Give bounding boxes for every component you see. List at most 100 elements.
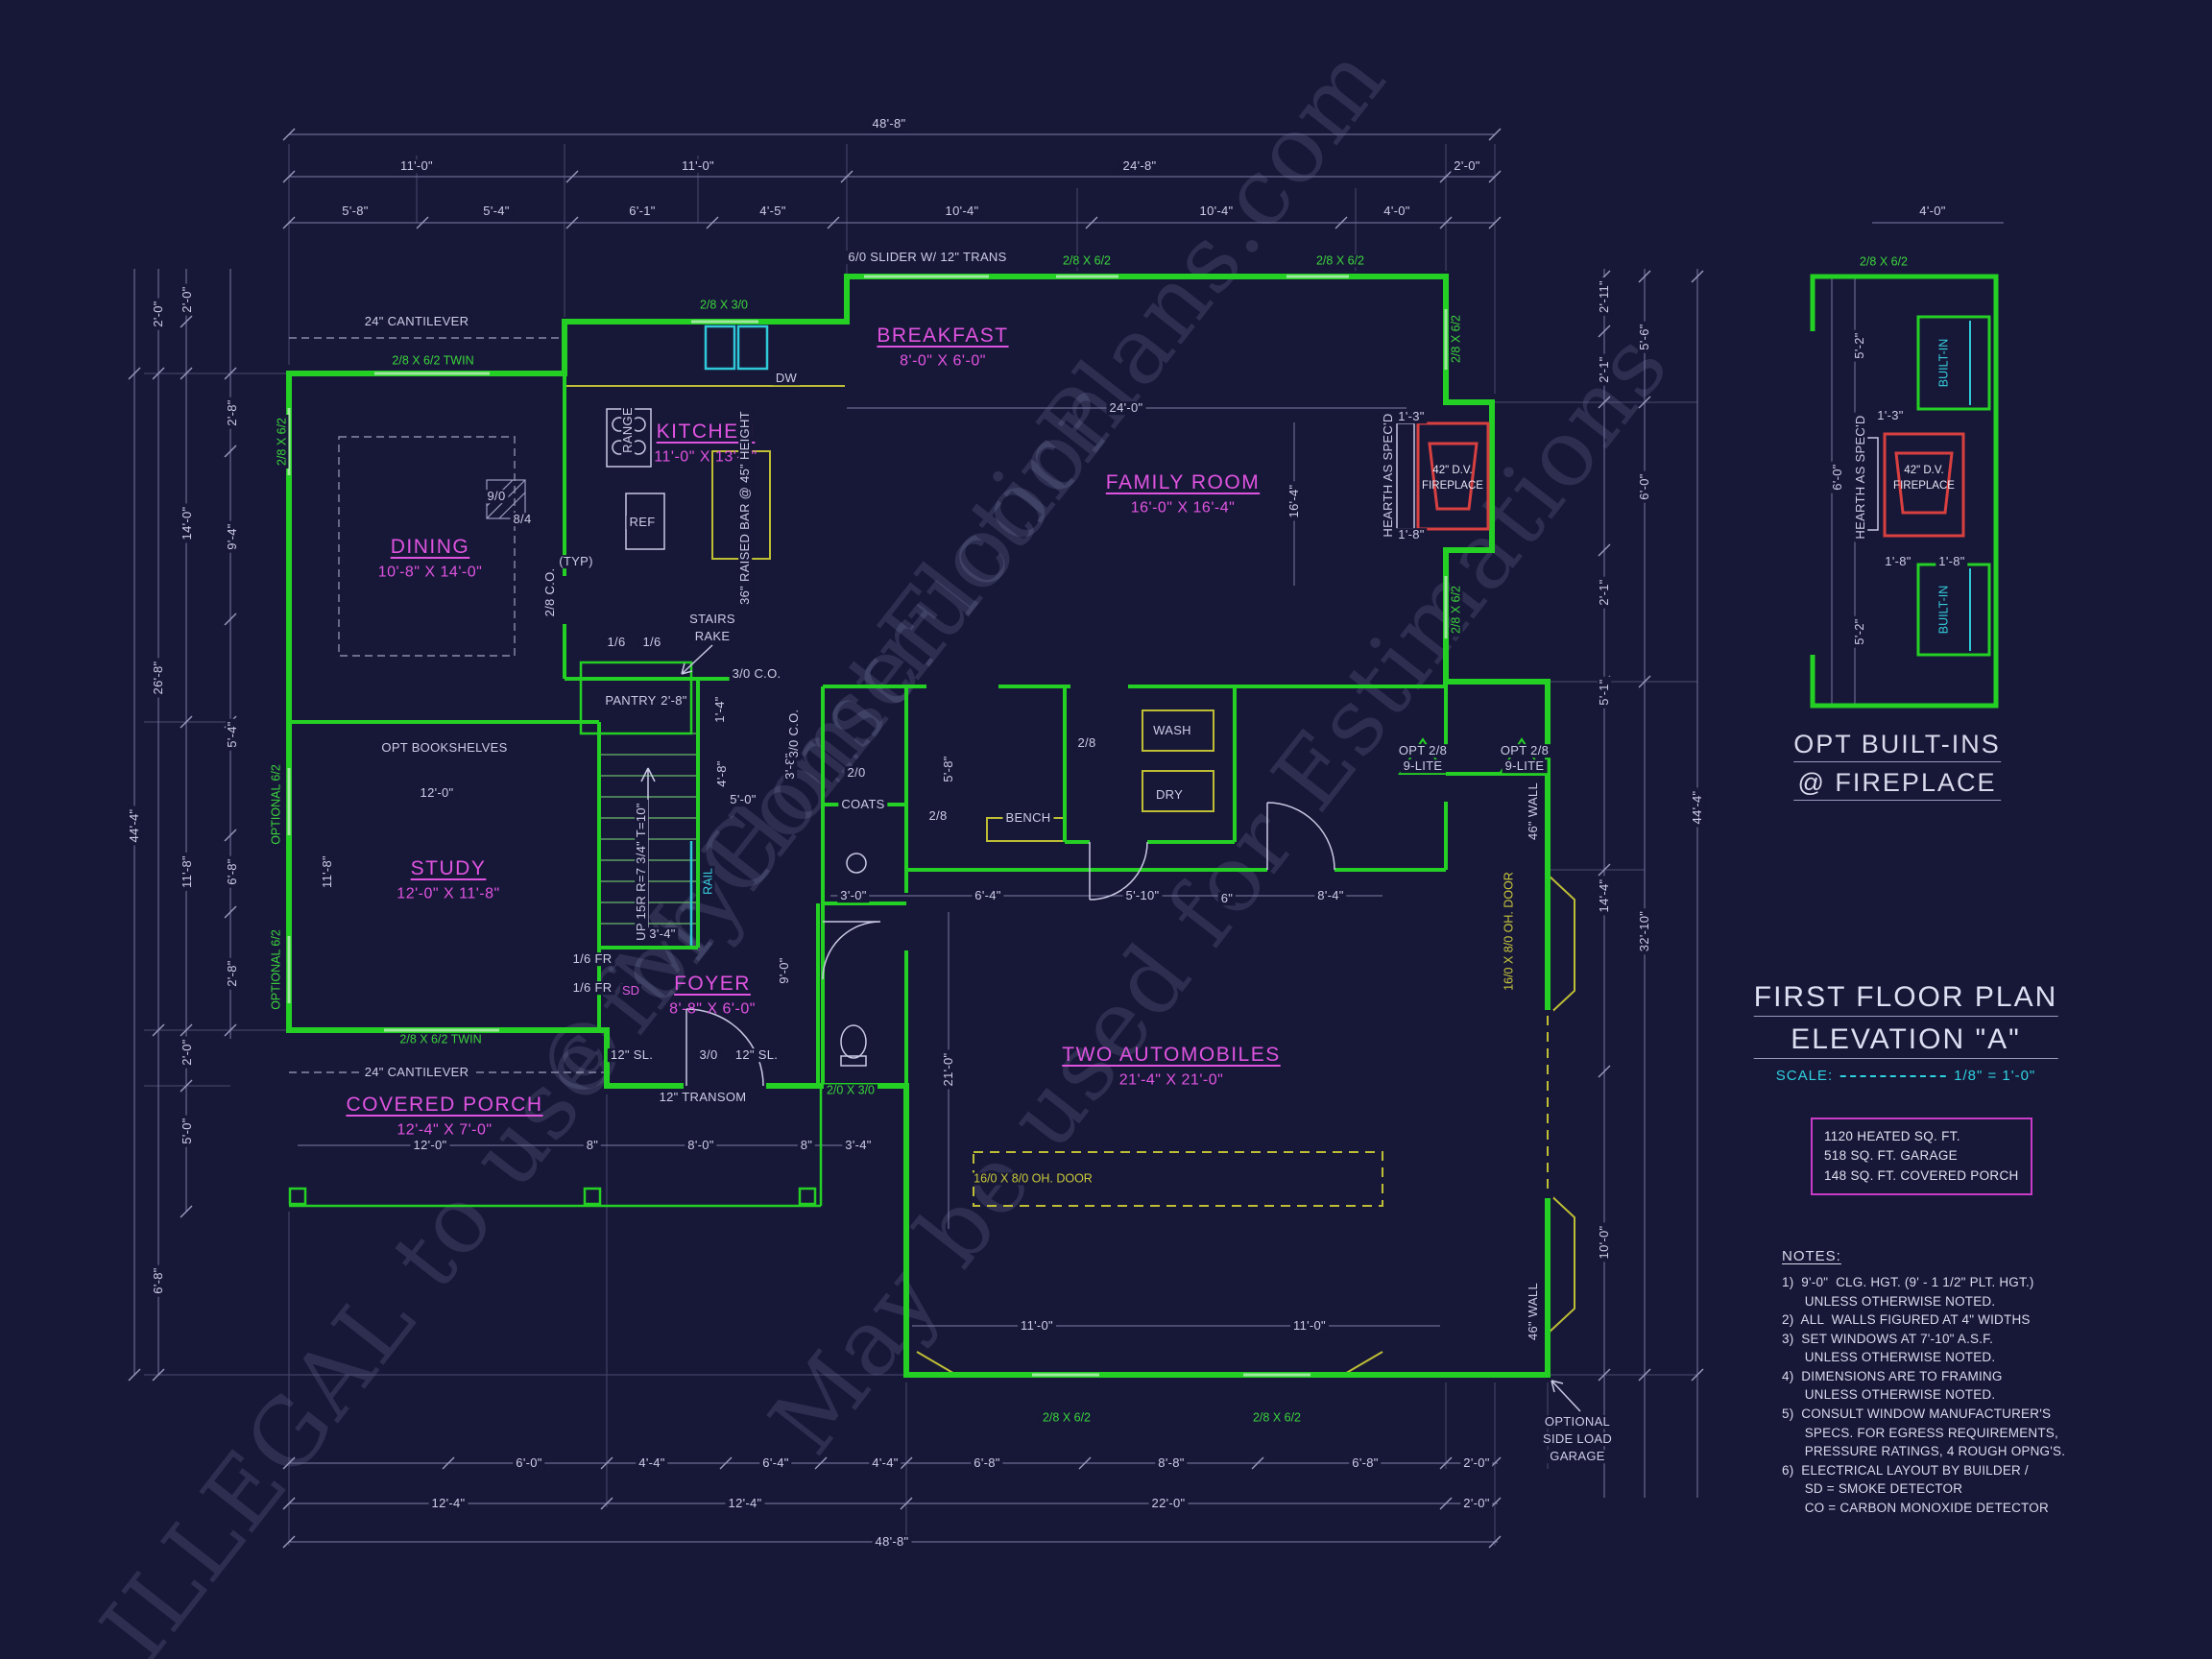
plan-annotation: 2/8 X 6/2	[275, 414, 289, 469]
plan-annotation: 42" D.V.	[1432, 464, 1473, 476]
plan-annotation: 6'-8"	[1349, 1456, 1382, 1470]
room-label-breakfast: BREAKFAST	[877, 324, 1009, 347]
plan-annotation: 2'-0"	[1460, 1497, 1493, 1510]
plan-annotation: 2'-0"	[151, 298, 165, 330]
notes-block: NOTES: 1) 9'-0" CLG. HGT. (9' - 1 1/2" P…	[1782, 1248, 2065, 1517]
plan-annotation: 6'-1"	[626, 204, 659, 218]
plan-annotation: OPTIONAL 6/2	[269, 926, 283, 1013]
plan-annotation: 16/0 X 8/0 OH. DOOR	[972, 1171, 1094, 1186]
notes-heading: NOTES:	[1782, 1248, 1841, 1264]
plan-annotation: 2'-0"	[180, 1036, 194, 1069]
fixtures-and-doors	[606, 408, 1879, 1412]
room-label-dining: DINING	[390, 535, 470, 558]
plan-annotation: 12'-0" X 11'-8"	[397, 885, 500, 902]
plan-annotation: 8'-8" X 6'-0"	[669, 1000, 756, 1018]
plan-annotation: 6'-8"	[971, 1456, 1003, 1470]
plan-annotation: 1'-3"	[1395, 410, 1428, 423]
plan-annotation: 2'-0"	[1451, 159, 1483, 173]
window-symbols	[287, 275, 1448, 1377]
plan-annotation: 9-LITE	[1400, 759, 1446, 773]
plan-annotation: 9'-0"	[777, 954, 791, 987]
plan-annotation: 9-LITE	[1502, 759, 1548, 773]
plan-annotation: (TYP)	[556, 555, 596, 568]
plan-annotation: 8'-0"	[685, 1139, 717, 1152]
plan-annotation: 10'-0"	[1597, 1222, 1611, 1262]
plan-annotation: 9'-4"	[225, 520, 239, 553]
plan-annotation: 2'-1"	[1597, 576, 1611, 609]
fireplace-symbols	[1416, 421, 1965, 538]
plan-annotation: OPTIONAL 6/2	[269, 761, 283, 848]
plan-annotation: 2/8 X 6/2	[1449, 311, 1463, 367]
sheet-title-line1: FIRST FLOOR PLAN	[1753, 981, 2058, 1017]
exterior-walls	[286, 274, 1551, 1378]
plan-annotation: OPTIONAL	[1541, 1415, 1614, 1429]
plan-annotation: 2/8 X 6/2	[1249, 1411, 1305, 1425]
plan-annotation: 1'-4"	[712, 693, 727, 726]
plan-annotation: 5'-0"	[727, 793, 759, 806]
plan-annotation: 5'-10"	[1122, 889, 1163, 902]
plan-annotation: 3'-4"	[842, 1139, 875, 1152]
plan-annotation: 22'-0"	[1148, 1497, 1189, 1510]
plan-annotation: 2/8 X 6/2 TWIN	[397, 1033, 485, 1046]
notes-list: 1) 9'-0" CLG. HGT. (9' - 1 1/2" PLT. HGT…	[1782, 1273, 2065, 1517]
plan-annotation: 24" CANTILEVER	[361, 315, 472, 328]
plan-annotation: 4'-4"	[869, 1456, 902, 1470]
plan-annotation: 8'-0" X 6'-0"	[900, 352, 986, 370]
note-line: SPECS. FOR EGRESS REQUIREMENTS,	[1782, 1425, 2058, 1440]
plan-annotation: HEARTH AS SPEC'D	[1381, 410, 1395, 541]
note-line: UNLESS OTHERWISE NOTED.	[1782, 1387, 1996, 1403]
plan-annotation: 48'-8"	[872, 1535, 912, 1549]
plan-annotation: 2/8 C.O.	[542, 565, 557, 620]
plan-annotation: 11'-0" X 13'-0"	[654, 448, 757, 466]
plan-annotation: 2/8	[1074, 736, 1099, 750]
dimension-ticks	[128, 128, 1704, 1549]
plan-annotation: 48'-8"	[869, 117, 909, 131]
room-label-kitchen: KITCHEN	[656, 420, 756, 443]
plan-annotation: 8/4	[510, 513, 535, 526]
plan-annotation: 32'-10"	[1637, 907, 1651, 955]
plan-annotation: 6"	[1217, 892, 1237, 905]
detail-title-line1: OPT BUILT-INS	[1793, 730, 2001, 762]
scale-label: SCALE:	[1775, 1068, 1834, 1084]
note-line: 6) ELECTRICAL LAYOUT BY BUILDER /	[1782, 1462, 2029, 1478]
note-line: 3) SET WINDOWS AT 7'-10" A.S.F.	[1782, 1331, 1994, 1346]
plan-annotation: 5'-6"	[1637, 321, 1651, 353]
plan-annotation: UP 15R R=7 3/4" T=10"	[634, 800, 648, 944]
plan-annotation: 2/8 X 6/2 TWIN	[389, 354, 477, 368]
plan-annotation: 21'-0"	[941, 1049, 955, 1090]
plan-annotation: 6'-0"	[1637, 470, 1651, 503]
plan-annotation: GARAGE	[1547, 1450, 1608, 1463]
plan-annotation: 26'-8"	[151, 658, 165, 698]
note-line: SD = SMOKE DETECTOR	[1782, 1481, 1963, 1497]
plan-annotation: 24'-0"	[1106, 401, 1146, 415]
plan-annotation: 1/6 FR	[569, 981, 615, 995]
plan-annotation: 16/0 X 8/0 OH. DOOR	[1502, 870, 1516, 993]
plan-annotation: 11'-0"	[1290, 1319, 1329, 1333]
plan-annotation: 2/8 X 6/2	[1039, 1411, 1094, 1425]
plan-annotation: BENCH	[1002, 811, 1054, 825]
plan-annotation: 12'-0"	[410, 1139, 450, 1152]
plan-annotation: 2/0 X 3/0	[823, 1084, 878, 1097]
plan-annotation: 3'-0"	[837, 889, 870, 902]
plan-annotation: HEARTH AS SPEC'D	[1853, 412, 1867, 542]
plan-annotation: 2'-8"	[225, 957, 239, 990]
plan-annotation: 24'-8"	[1119, 159, 1160, 173]
plan-annotation: 12'-4" X 7'-0"	[397, 1121, 493, 1139]
plan-annotation: 3'-4"	[646, 927, 679, 941]
plan-annotation: 46" WALL	[1526, 779, 1540, 844]
plan-annotation: 44'-4"	[127, 805, 141, 846]
plan-annotation: 11'-8"	[320, 853, 334, 891]
room-label-study: STUDY	[410, 856, 487, 879]
plan-annotation: 6'-4"	[759, 1456, 792, 1470]
plan-annotation: 6'-8"	[225, 855, 239, 888]
plan-annotation: WASH	[1150, 724, 1194, 737]
room-label-foyer: FOYER	[674, 972, 751, 995]
plan-annotation: 3/0 C.O.	[729, 667, 784, 681]
plan-annotation: 10'-8" X 14'-0"	[377, 564, 483, 581]
area-stat: 1120 HEATED SQ. FT.	[1824, 1129, 1960, 1143]
plan-annotation: 12'-0"	[417, 786, 457, 800]
plan-annotation: 14'-4"	[1597, 876, 1611, 916]
plan-annotation: 1'-8"	[1882, 555, 1914, 568]
